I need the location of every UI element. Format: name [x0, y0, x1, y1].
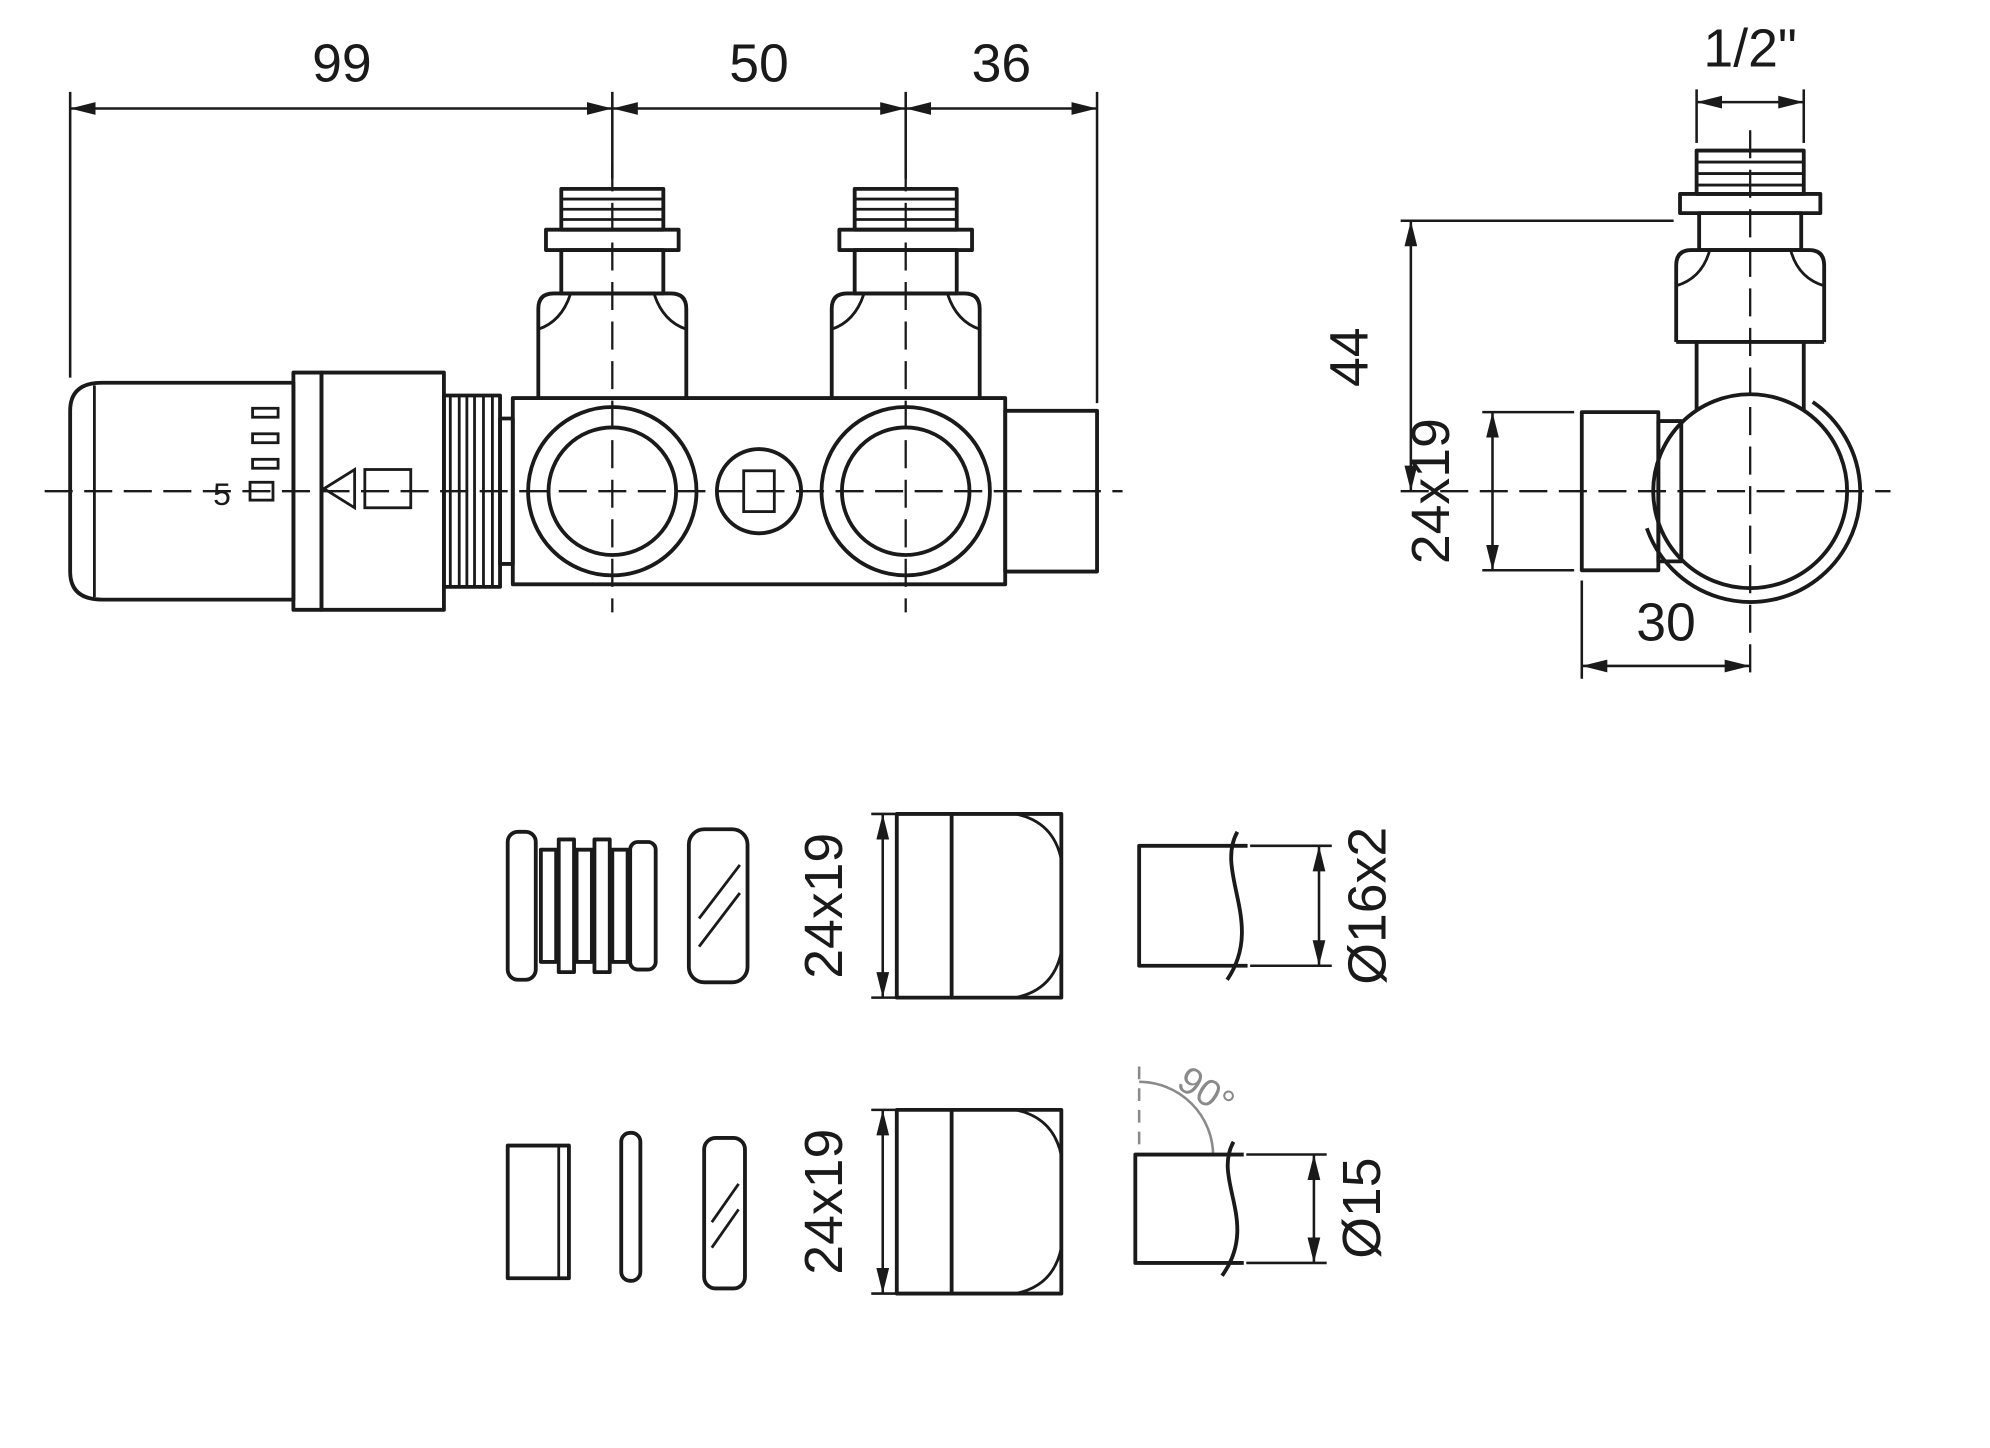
head-indicator-arrow-icon [321, 466, 357, 511]
cut-angle-label: 90° [1170, 1058, 1242, 1126]
knurled-ring [442, 393, 515, 589]
pipe-1-label: Ø16x2 [1338, 827, 1397, 985]
corner-valve-body [1651, 392, 1850, 591]
tail-connection [1003, 408, 1099, 574]
dimension-99: 99 [68, 35, 614, 378]
pipe-16x2: Ø16x2 [1137, 827, 1397, 985]
head-scale-mark [251, 432, 280, 445]
nut-1-label: 24x19 [795, 833, 854, 979]
head-scale-mark [251, 406, 280, 419]
head-scale-window [248, 480, 275, 502]
dimension-30: 30 [1580, 580, 1751, 679]
head-indicator-window [363, 468, 413, 510]
bypass-plug [714, 447, 804, 536]
dimension-50: 50 [612, 35, 907, 179]
head-scale-mark [251, 457, 280, 470]
side-view: 1/2" 44 24x19 30 [1320, 19, 1891, 679]
dimension-half-inch: 1/2" [1695, 19, 1806, 143]
dim-30-label: 30 [1636, 593, 1696, 652]
cut-angle-annotation: 90° [1137, 1058, 1242, 1156]
dim-half-inch-label: 1/2" [1703, 19, 1796, 78]
compression-olive-1 [686, 827, 750, 985]
dimension-44: 44 [1320, 219, 1674, 492]
valve-port-right [819, 405, 992, 578]
dim-44-label: 44 [1320, 327, 1379, 387]
union-nut-2: 24x19 [795, 1107, 1064, 1296]
dimension-36: 36 [905, 35, 1099, 404]
nut-2-label: 24x19 [795, 1129, 854, 1275]
compression-adapter [505, 829, 658, 982]
corner-valve [1579, 148, 1863, 604]
valve-port-left [526, 405, 699, 578]
dim-36-label: 36 [972, 35, 1032, 94]
pipe-2-label: Ø15 [1333, 1157, 1392, 1258]
parts-row-1: 24x19 Ø16x2 [505, 812, 1397, 1000]
valve-body [510, 396, 1099, 587]
washer [619, 1130, 643, 1283]
union-nut-1: 24x19 [795, 812, 1064, 1000]
dim-99-label: 99 [312, 35, 372, 94]
pipe-stub [505, 1143, 571, 1281]
side-port [1579, 410, 1661, 573]
dimension-24x19-side: 24x19 [1402, 410, 1575, 572]
head-scale-number: 5 [213, 476, 231, 512]
pipe-15: Ø15 [1133, 1140, 1392, 1277]
parts-row-2: 24x19 90° Ø15 [505, 1058, 1392, 1296]
dim-50-label: 50 [729, 35, 789, 94]
front-view: 99 50 36 5 [44, 35, 1123, 613]
compression-olive-2 [702, 1136, 747, 1291]
dim-24x19-side-label: 24x19 [1402, 418, 1461, 564]
